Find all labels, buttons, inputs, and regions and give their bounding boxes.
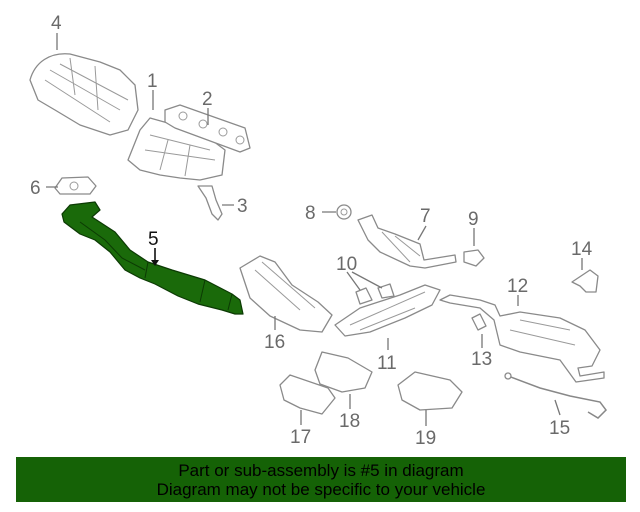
part-16-heat-shield[interactable]: [239, 255, 333, 333]
part-19-heat-shield[interactable]: [397, 371, 463, 411]
callout-15[interactable]: 15: [549, 418, 570, 439]
callout-3[interactable]: 3: [237, 196, 248, 217]
callouts: 4 1 2 3 6 5 8 7 9 10 14 12 16 11 13 15 1…: [30, 13, 593, 449]
part-18-heat-shield[interactable]: [314, 351, 373, 393]
callout-5[interactable]: 5: [148, 229, 159, 250]
part-13-hanger[interactable]: [471, 313, 487, 331]
callout-1[interactable]: 1: [147, 71, 158, 92]
part-15-oxygen-sensor[interactable]: [504, 372, 607, 419]
part-1-exhaust-manifold[interactable]: [127, 117, 226, 181]
banner-line-2: Diagram may not be specific to your vehi…: [156, 480, 486, 499]
callout-17[interactable]: 17: [290, 427, 311, 448]
callout-18[interactable]: 18: [339, 411, 360, 432]
callout-9[interactable]: 9: [468, 209, 479, 230]
part-11-heat-shield[interactable]: [334, 284, 441, 337]
part-4-heat-shield[interactable]: [29, 53, 139, 136]
callout-10[interactable]: 10: [336, 254, 357, 275]
callout-19[interactable]: 19: [415, 428, 436, 449]
leader-lines: [46, 33, 583, 426]
part-9-clamp[interactable]: [463, 249, 485, 267]
part-2-manifold-gasket[interactable]: [164, 104, 251, 153]
callout-14[interactable]: 14: [571, 239, 593, 260]
callout-7[interactable]: 7: [420, 206, 431, 227]
callout-16[interactable]: 16: [264, 332, 285, 353]
callout-11[interactable]: 11: [377, 353, 397, 374]
part-12-muffler[interactable]: [439, 294, 605, 383]
callout-12[interactable]: 12: [507, 276, 528, 297]
parts-diagram: 4 1 2 3 6 5 8 7 9 10 14 12 16 11 13 15 1…: [29, 13, 607, 449]
part-3-bracket[interactable]: [197, 185, 223, 221]
fitment-notice-banner: Part or sub-assembly is #5 in diagram Di…: [16, 457, 626, 502]
part-8-clamp[interactable]: [336, 204, 352, 220]
banner-line-1: Part or sub-assembly is #5 in diagram: [178, 461, 464, 480]
part-5-front-pipe-catalytic-converter[interactable]: [61, 201, 244, 315]
part-14-bracket[interactable]: [571, 269, 599, 293]
callout-4[interactable]: 4: [51, 13, 62, 34]
callout-6[interactable]: 6: [30, 178, 41, 199]
callout-8[interactable]: 8: [305, 203, 316, 224]
part-6-gasket[interactable]: [54, 176, 97, 195]
part-7-intermediate-pipe[interactable]: [357, 214, 457, 269]
callout-2[interactable]: 2: [202, 89, 213, 110]
part-17-heat-shield[interactable]: [279, 374, 336, 415]
callout-13[interactable]: 13: [471, 349, 492, 370]
